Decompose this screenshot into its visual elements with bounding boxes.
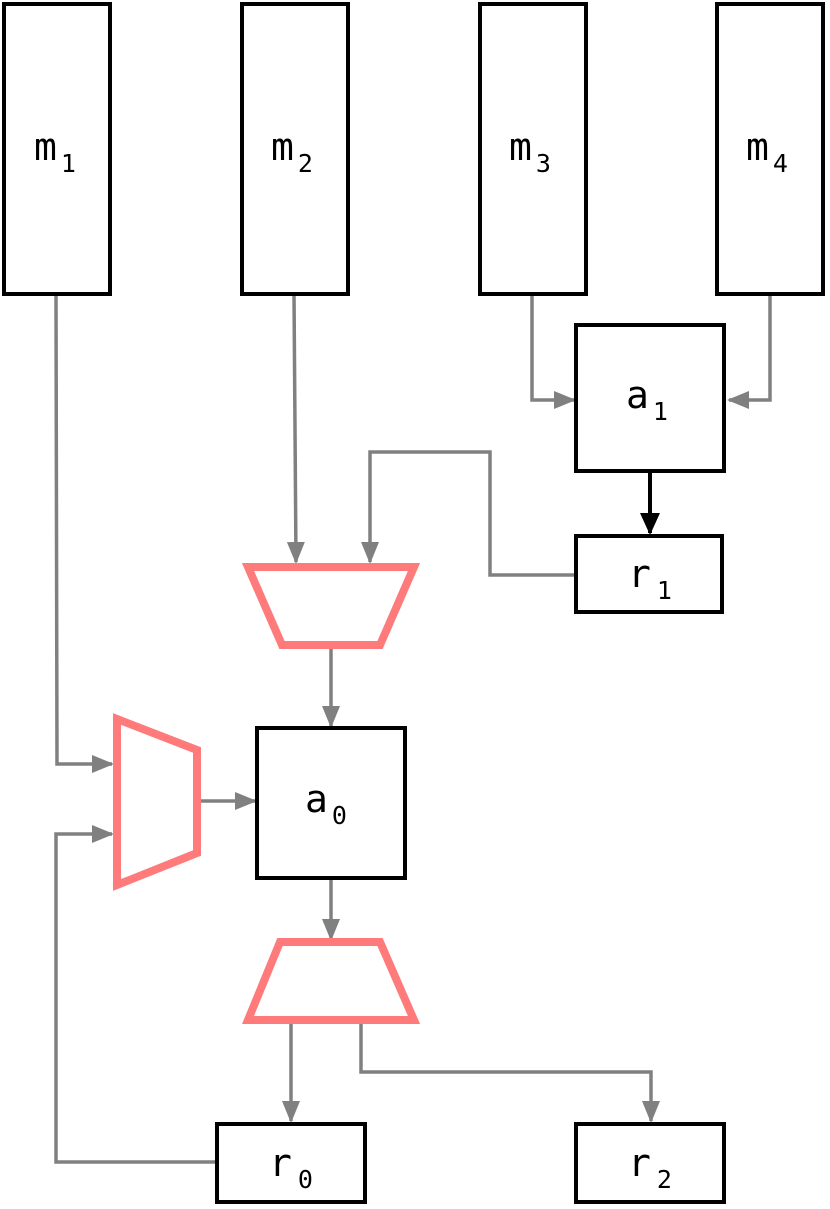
r2-sub: 2 (657, 1165, 672, 1194)
svg-text:r1: r1 (628, 552, 672, 605)
wire-m4-to-a1 (727, 294, 772, 409)
bottom-multiplexer (242, 938, 421, 1024)
a1-label: a (626, 373, 649, 417)
m3-label: m (509, 125, 532, 169)
a0-sub: 0 (332, 801, 347, 830)
m2-label: m (271, 125, 294, 169)
wire-r0-feedback-to-left-mux (54, 825, 217, 1164)
svg-text:a0: a0 (305, 777, 347, 830)
m3-sub: 3 (536, 149, 551, 178)
wire-r1-feedback-to-top-mux (361, 450, 576, 577)
a1-sub: 1 (653, 397, 668, 426)
wire-m3-to-a1 (530, 294, 576, 409)
top-multiplexer (241, 563, 421, 649)
m4-sub: 4 (773, 149, 788, 178)
m1-label: m (34, 125, 57, 169)
a0-label: a (305, 777, 328, 821)
svg-text:r2: r2 (628, 1141, 672, 1194)
wire-m2-to-top-mux (286, 293, 305, 564)
wire-bottom-mux-to-r2 (359, 1022, 660, 1123)
r0-sub: 0 (298, 1165, 313, 1194)
svg-text:m1: m1 (34, 125, 76, 178)
r1-sub: 1 (657, 576, 672, 605)
m2-sub: 2 (298, 149, 313, 178)
r2-label: r (628, 1141, 651, 1185)
wires (54, 293, 772, 1164)
svg-text:m3: m3 (509, 125, 551, 178)
svg-text:r0: r0 (269, 1141, 313, 1194)
svg-text:m2: m2 (271, 125, 313, 178)
left-multiplexer (113, 713, 201, 891)
svg-text:m4: m4 (746, 125, 788, 178)
wire-m1-to-left-mux (54, 293, 114, 773)
svg-text:a1: a1 (626, 373, 668, 426)
m4-label: m (746, 125, 769, 169)
r1-label: r (628, 552, 651, 596)
r0-label: r (269, 1141, 292, 1185)
m1-sub: 1 (61, 149, 76, 178)
